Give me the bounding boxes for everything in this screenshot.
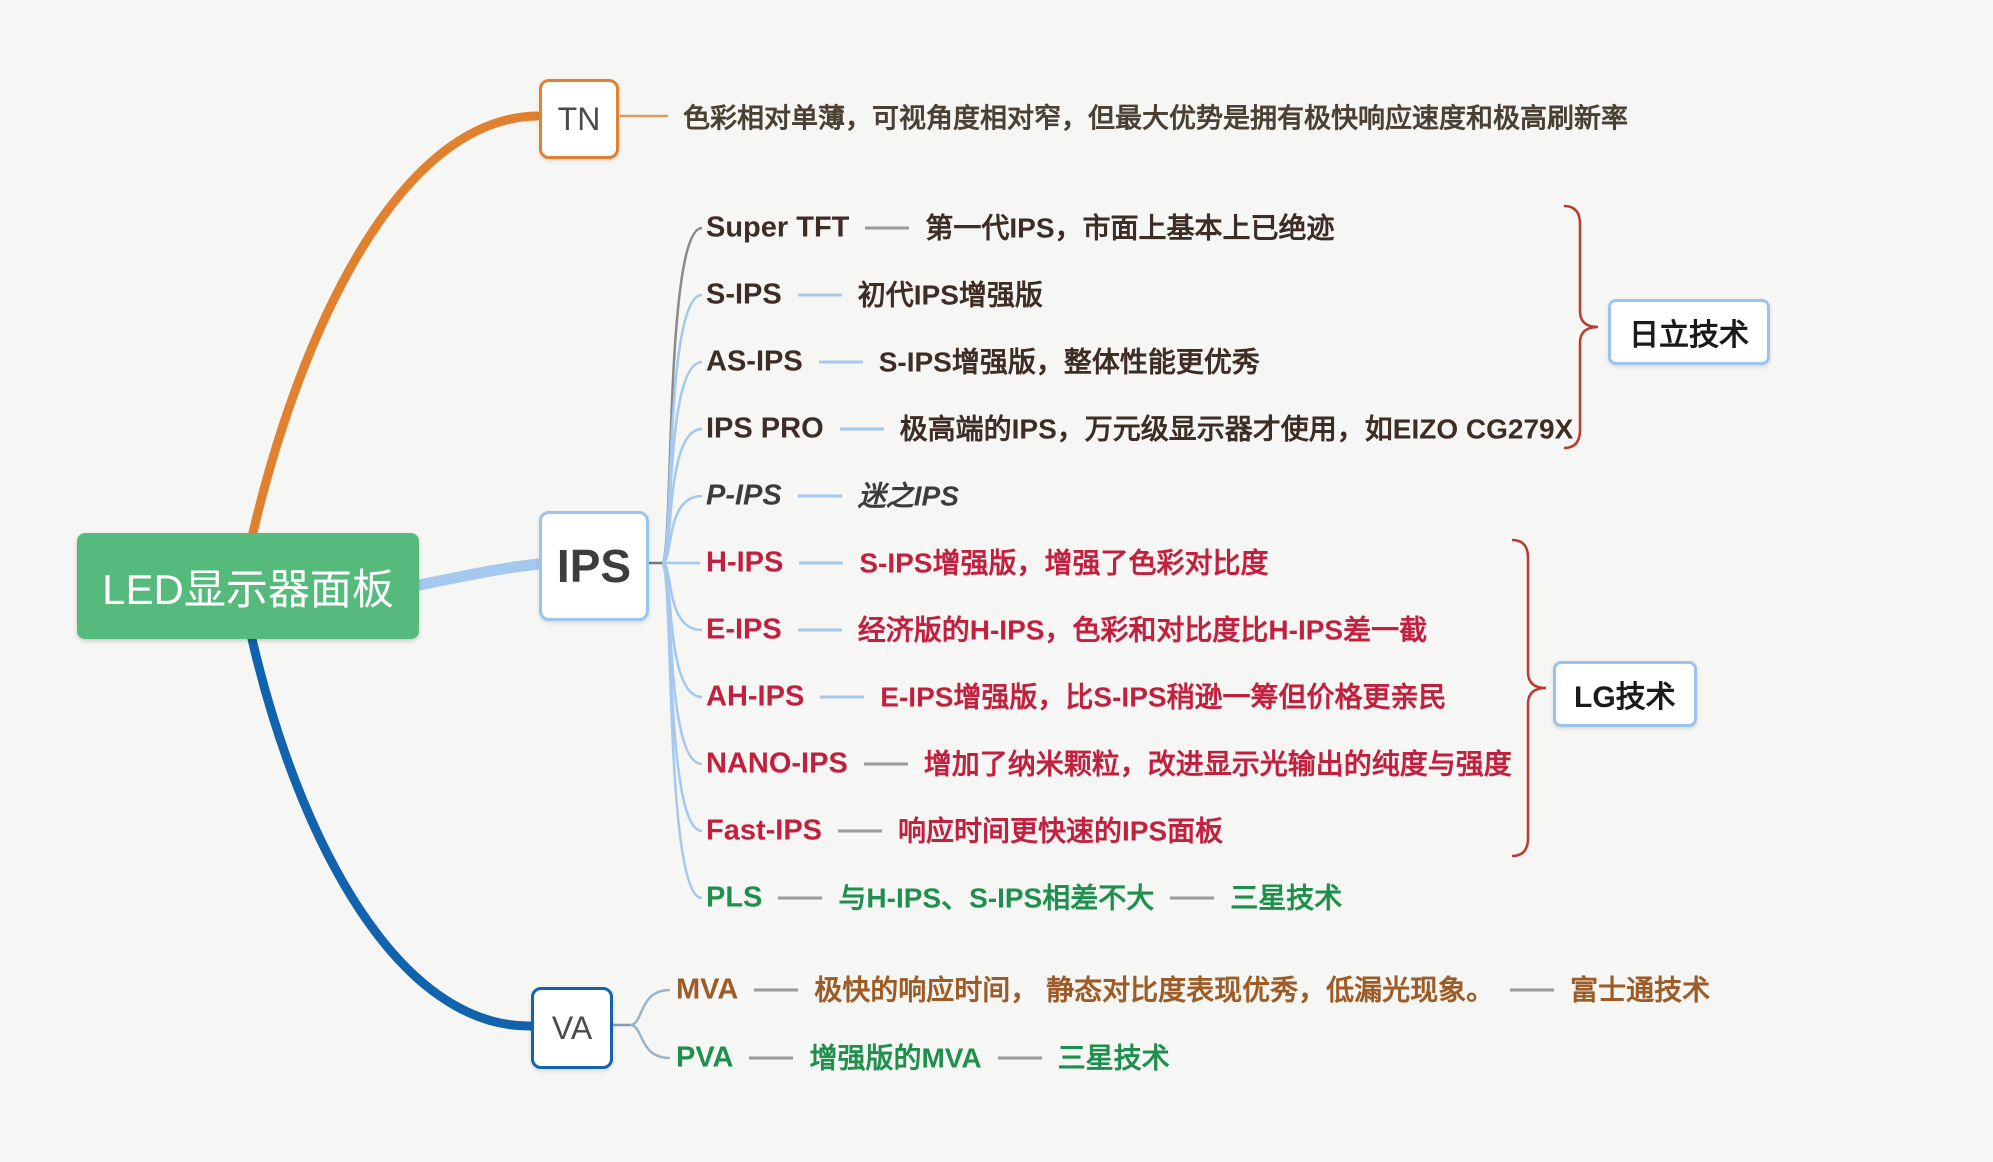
row-label[interactable]: Fast-IPS: [706, 814, 823, 847]
row-tech-label[interactable]: 三星技术: [1057, 1042, 1170, 1073]
tn-description[interactable]: 色彩相对单薄，可视角度相对窄，但最大优势是拥有极快响应速度和极高刷新率: [683, 103, 1628, 134]
connector-dash: [865, 226, 910, 230]
edge-ips-child: [661, 494, 703, 565]
branch-row: PVA 增强版的MVA 三星技术: [676, 1041, 1170, 1074]
branch-row: PLS 与H-IPS、S-IPS相差不大 三星技术: [706, 881, 1343, 914]
edge-va-pva: [629, 1023, 671, 1060]
branch-row: AH-IPS E-IPS增强版，比S-IPS稍逊一筹但价格更亲民: [706, 680, 1447, 713]
row-label[interactable]: S-IPS: [706, 278, 782, 311]
node-ips[interactable]: IPS: [539, 511, 649, 621]
row-label[interactable]: Super TFT: [706, 211, 850, 244]
row-label[interactable]: NANO-IPS: [706, 747, 848, 780]
row-desc[interactable]: 与H-IPS、S-IPS相差不大: [838, 882, 1155, 913]
row-label[interactable]: PVA: [676, 1041, 734, 1074]
row-label[interactable]: AS-IPS: [706, 345, 803, 378]
branch-row: Super TFT 第一代IPS，市面上基本上已绝迹: [706, 211, 1335, 244]
brace-hitachi: [1563, 204, 1599, 450]
edge-root-tn: [247, 111, 542, 542]
row-desc[interactable]: 增加了纳米颗粒，改进显示光输出的纯度与强度: [923, 748, 1512, 779]
connector-dash: [997, 1056, 1042, 1060]
edge-va-mva: [629, 988, 671, 1027]
row-desc[interactable]: E-IPS增强版，比S-IPS稍逊一筹但价格更亲民: [880, 681, 1447, 712]
connector-dash: [818, 360, 863, 364]
node-ips-label: IPS: [556, 540, 632, 592]
connector-dash: [1170, 896, 1215, 900]
branch-row: NANO-IPS 增加了纳米颗粒，改进显示光输出的纯度与强度: [706, 747, 1512, 780]
edge-root-va: [247, 634, 536, 1031]
row-desc[interactable]: 第一代IPS，市面上基本上已绝迹: [925, 212, 1335, 243]
connector-dash: [863, 762, 908, 766]
row-label[interactable]: E-IPS: [706, 613, 782, 646]
branch-row: E-IPS 经济版的H-IPS，色彩和对比度比H-IPS差一截: [706, 613, 1428, 646]
edge-ips-child: [660, 561, 703, 900]
root-node[interactable]: LED显示器面板: [77, 533, 419, 639]
branch-row: P-IPS 迷之IPS: [706, 479, 959, 512]
branch-row: H-IPS S-IPS增强版，增强了色彩对比度: [706, 546, 1269, 579]
node-tn[interactable]: TN: [539, 79, 619, 159]
edge-root-ips: [413, 558, 545, 591]
connector-dash: [797, 494, 842, 498]
node-tn-label: TN: [557, 100, 601, 137]
node-va-label: VA: [551, 1009, 593, 1046]
row-desc[interactable]: S-IPS增强版，整体性能更优秀: [878, 346, 1260, 377]
row-label[interactable]: MVA: [676, 973, 739, 1006]
row-desc[interactable]: 增强版的MVA: [809, 1042, 982, 1073]
row-desc[interactable]: 初代IPS增强版: [857, 279, 1043, 310]
branch-row: AS-IPS S-IPS增强版，整体性能更优秀: [706, 345, 1260, 378]
connector-dash: [820, 695, 865, 699]
connector-dash: [839, 427, 884, 431]
tech-label-hitachi[interactable]: 日立技术: [1608, 299, 1770, 365]
brace-lg: [1511, 538, 1547, 858]
branch-row: Fast-IPS 响应时间更快速的IPS面板: [706, 814, 1224, 847]
row-desc[interactable]: 极高端的IPS，万元级显示器才使用，如EIZO CG279X: [899, 413, 1574, 444]
row-desc[interactable]: 极快的响应时间， 静态对比度表现优秀，低漏光现象。: [814, 974, 1495, 1005]
branch-row: IPS PRO 极高端的IPS，万元级显示器才使用，如EIZO CG279X: [706, 412, 1574, 445]
row-desc[interactable]: 响应时间更快速的IPS面板: [898, 815, 1224, 846]
connector-dash: [838, 829, 883, 833]
connector-dash: [778, 896, 823, 900]
row-label[interactable]: AH-IPS: [706, 680, 805, 713]
node-va[interactable]: VA: [531, 987, 613, 1069]
connector-dash: [797, 293, 842, 297]
connector-dash: [749, 1056, 794, 1060]
tech-label-lg[interactable]: LG技术: [1553, 661, 1697, 727]
row-label[interactable]: H-IPS: [706, 546, 784, 579]
connector-dash: [799, 561, 844, 565]
row-desc[interactable]: S-IPS增强版，增强了色彩对比度: [859, 547, 1269, 578]
connector-dash: [754, 988, 799, 992]
row-label[interactable]: P-IPS: [706, 479, 782, 512]
row-tech-label[interactable]: 富士通技术: [1570, 974, 1711, 1005]
row-label[interactable]: IPS PRO: [706, 412, 824, 445]
root-label: LED显示器面板: [102, 565, 394, 613]
row-desc[interactable]: 迷之IPS: [857, 480, 959, 511]
row-desc[interactable]: 经济版的H-IPS，色彩和对比度比H-IPS差一截: [857, 614, 1428, 645]
connector-dash: [797, 628, 842, 632]
row-tech-label[interactable]: 三星技术: [1230, 882, 1343, 913]
connector-dash: [1510, 988, 1555, 992]
branch-row: S-IPS 初代IPS增强版: [706, 278, 1043, 311]
row-label[interactable]: PLS: [706, 881, 763, 914]
branch-row: MVA 极快的响应时间， 静态对比度表现优秀，低漏光现象。 富士通技术: [676, 973, 1711, 1006]
